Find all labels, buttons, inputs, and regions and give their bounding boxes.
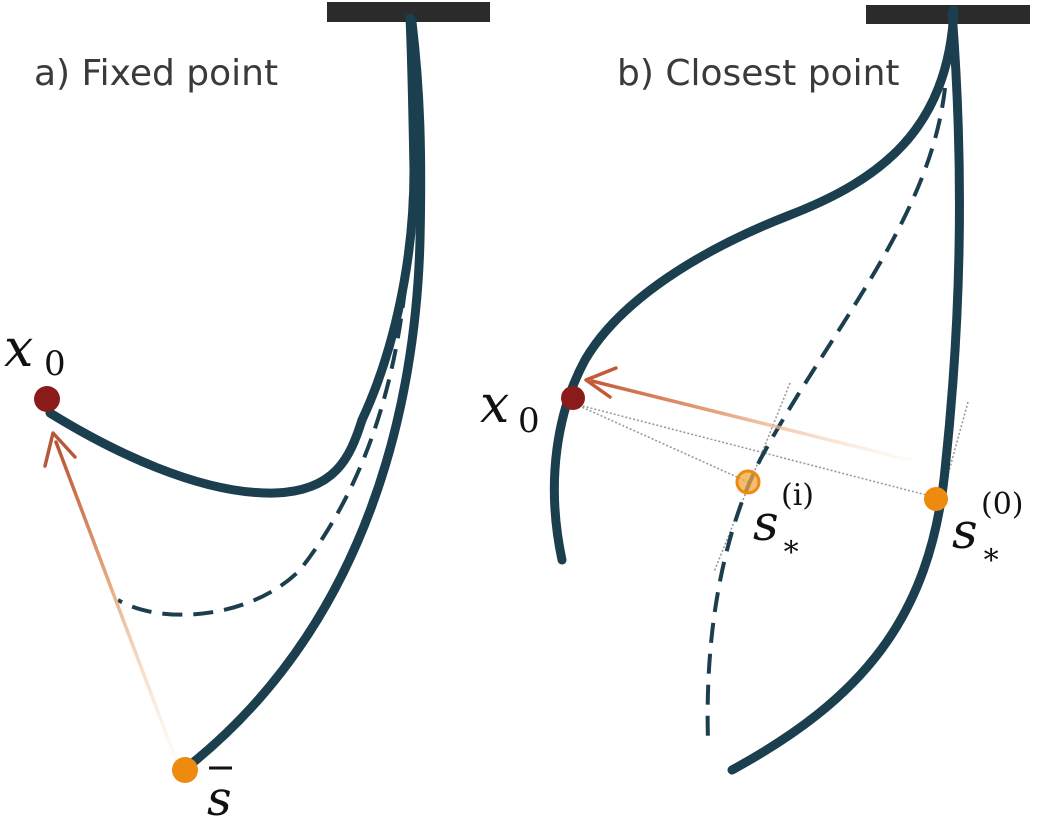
- panel-a-arrow-shaft: [54, 440, 180, 767]
- panel-a-anchor-point: [172, 757, 198, 783]
- panel-a-rest-rod: [185, 17, 426, 770]
- panel-b-rest-rod: [727, 7, 964, 775]
- panel-a-mount-bar: [327, 2, 490, 22]
- panel-b-target-point: [561, 386, 585, 410]
- panel-b: b) Closest point x 0 s ∗ (i) s ∗ (0): [480, 5, 1030, 775]
- panel-b-bent-rod: [549, 5, 959, 565]
- panel-a-dashed-rod: [116, 194, 413, 617]
- panel-b-init-label: s: [952, 502, 978, 560]
- panel-b-iter-point: [735, 469, 761, 495]
- panel-b-title: b) Closest point: [617, 53, 900, 94]
- panel-b-iter-superscript: (i): [781, 478, 814, 513]
- panel-a-title: a) Fixed point: [34, 53, 278, 94]
- panel-b-iter-subscript: ∗: [781, 529, 801, 564]
- panel-b-dashed-rod: [705, 87, 947, 741]
- panel-b-init-superscript: (0): [981, 487, 1024, 522]
- panel-b-init-point: [924, 487, 948, 511]
- panel-b-x0-subscript: 0: [518, 401, 540, 441]
- panel-a: a) Fixed point x 0 s: [4, 2, 490, 825]
- panel-b-x0-label: x: [480, 375, 509, 435]
- panel-b-iter-label: s: [753, 494, 779, 552]
- panel-a-bent-rod-lower: [45, 408, 367, 498]
- panel-a-x0-label: x: [4, 319, 33, 379]
- panel-b-init-subscript: ∗: [981, 537, 1001, 572]
- panel-a-arrow-head: [43, 431, 77, 468]
- panel-b-connector-init: [574, 403, 935, 498]
- panel-a-bent-rod-upper: [357, 13, 419, 425]
- panel-b-connector-iter: [574, 403, 749, 483]
- panel-a-anchor-label: s: [207, 771, 232, 825]
- panel-a-target-point: [34, 386, 60, 412]
- panel-b-arrow-head: [584, 366, 618, 399]
- panel-a-x0-subscript: 0: [44, 344, 66, 384]
- panel-b-arrow-shaft: [590, 379, 912, 462]
